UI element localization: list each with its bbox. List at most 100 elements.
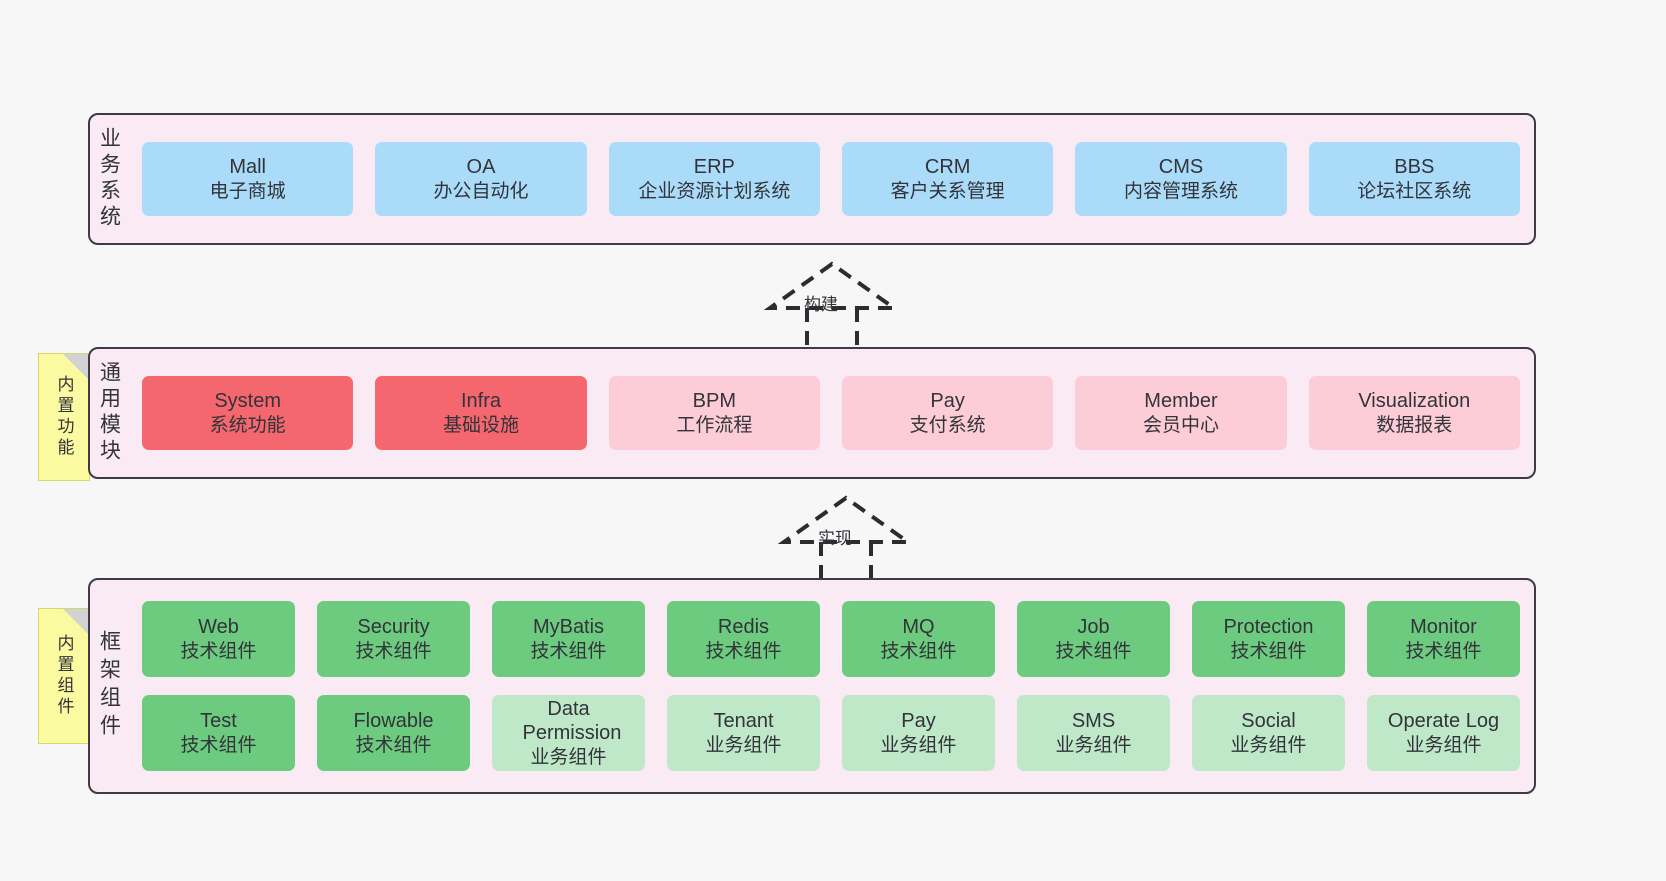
business-card-bbs[interactable]: BBS 论坛社区系统 xyxy=(1308,142,1520,216)
connector-build-label: 构建 xyxy=(804,295,838,314)
card-title: Test xyxy=(200,710,237,733)
card-title: Data Permission xyxy=(522,698,622,745)
card-title: Pay xyxy=(901,710,936,733)
component-card-operate-log[interactable]: Operate Log 业务组件 xyxy=(1367,695,1520,771)
card-subtitle: 系统功能 xyxy=(209,414,286,436)
common-modules-body: System 系统功能 Infra 基础设施 BPM 工作流程 Pay 支付系统… xyxy=(128,349,1534,477)
business-card-cms[interactable]: CMS 内容管理系统 xyxy=(1075,142,1287,216)
card-title: Pay xyxy=(930,390,965,413)
module-card-bpm[interactable]: BPM 工作流程 xyxy=(608,376,820,450)
card-subtitle: 企业资源计划系统 xyxy=(638,180,791,202)
framework-row-technical: Web 技术组件 Security 技术组件 MyBatis 技术组件 Redi… xyxy=(142,601,1520,677)
card-title: BBS xyxy=(1394,156,1435,179)
card-subtitle: 基础设施 xyxy=(442,414,519,436)
component-card-protection[interactable]: Protection 技术组件 xyxy=(1192,601,1345,677)
card-subtitle: 技术组件 xyxy=(1230,640,1307,662)
component-card-web[interactable]: Web 技术组件 xyxy=(142,601,295,677)
component-card-redis[interactable]: Redis 技术组件 xyxy=(667,601,820,677)
card-title: MyBatis xyxy=(532,616,605,639)
card-title: Security xyxy=(357,616,430,639)
card-subtitle: 业务组件 xyxy=(1230,734,1307,756)
card-subtitle: 技术组件 xyxy=(1055,640,1132,662)
sticky-note-label: 内置功能 xyxy=(54,375,74,459)
note-fold-corner xyxy=(63,354,89,380)
card-subtitle: 技术组件 xyxy=(355,734,432,756)
business-card-oa[interactable]: OA 办公自动化 xyxy=(375,142,587,216)
card-title: Redis xyxy=(717,616,770,639)
card-title: Infra xyxy=(460,390,501,413)
connector-build: 构建 xyxy=(752,258,912,348)
business-systems-row: Mall 电子商城 OA 办公自动化 ERP 企业资源计划系统 CRM 客户关系… xyxy=(142,142,1520,216)
card-subtitle: 论坛社区系统 xyxy=(1357,180,1472,202)
card-subtitle: 工作流程 xyxy=(676,414,753,436)
component-card-pay[interactable]: Pay 业务组件 xyxy=(842,695,995,771)
component-card-mybatis[interactable]: MyBatis 技术组件 xyxy=(492,601,645,677)
card-subtitle: 业务组件 xyxy=(1405,734,1482,756)
card-title: Mall xyxy=(229,156,266,179)
component-card-job[interactable]: Job 技术组件 xyxy=(1017,601,1170,677)
business-card-crm[interactable]: CRM 客户关系管理 xyxy=(841,142,1054,216)
framework-components-body: Web 技术组件 Security 技术组件 MyBatis 技术组件 Redi… xyxy=(128,580,1534,792)
card-subtitle: 电子商城 xyxy=(209,180,286,202)
module-card-visualization[interactable]: Visualization 数据报表 xyxy=(1308,376,1520,450)
note-fold-corner xyxy=(63,609,89,635)
card-subtitle: 技术组件 xyxy=(180,734,257,756)
card-title: BPM xyxy=(692,390,736,413)
card-title: CMS xyxy=(1158,156,1204,179)
business-card-mall[interactable]: Mall 电子商城 xyxy=(142,142,354,216)
card-title: Web xyxy=(198,616,239,639)
module-card-system[interactable]: System 系统功能 xyxy=(142,376,354,450)
component-card-sms[interactable]: SMS 业务组件 xyxy=(1017,695,1170,771)
section-label-business-systems: 业务系统 xyxy=(97,127,121,231)
card-subtitle: 支付系统 xyxy=(909,414,986,436)
card-subtitle: 办公自动化 xyxy=(433,180,529,202)
sticky-note-builtin-function: 内置功能 xyxy=(38,353,90,481)
card-title: Social xyxy=(1241,710,1296,733)
component-card-data-permission[interactable]: Data Permission 业务组件 xyxy=(492,695,645,771)
module-card-pay[interactable]: Pay 支付系统 xyxy=(841,376,1054,450)
component-card-flowable[interactable]: Flowable 技术组件 xyxy=(317,695,470,771)
component-card-security[interactable]: Security 技术组件 xyxy=(317,601,470,677)
build-arrow-icon xyxy=(763,261,901,348)
section-framework-components: 框架组件 Web 技术组件 Security 技术组件 MyBatis 技术组件… xyxy=(88,578,1536,794)
card-title: Operate Log xyxy=(1387,710,1500,733)
component-card-tenant[interactable]: Tenant 业务组件 xyxy=(667,695,820,771)
sticky-note-label: 内置组件 xyxy=(54,634,74,718)
card-title: System xyxy=(214,390,281,413)
card-subtitle: 业务组件 xyxy=(530,746,607,768)
module-card-member[interactable]: Member 会员中心 xyxy=(1075,376,1287,450)
card-subtitle: 技术组件 xyxy=(1405,640,1482,662)
business-card-erp[interactable]: ERP 企业资源计划系统 xyxy=(608,142,820,216)
component-card-mq[interactable]: MQ 技术组件 xyxy=(842,601,995,677)
component-card-test[interactable]: Test 技术组件 xyxy=(142,695,295,771)
card-subtitle: 会员中心 xyxy=(1142,414,1219,436)
card-title: ERP xyxy=(693,156,735,179)
implement-arrow-icon xyxy=(777,495,915,582)
component-card-social[interactable]: Social 业务组件 xyxy=(1192,695,1345,771)
card-subtitle: 数据报表 xyxy=(1376,414,1453,436)
card-title: Flowable xyxy=(353,710,434,733)
card-subtitle: 技术组件 xyxy=(705,640,782,662)
section-label-framework-components: 框架组件 xyxy=(97,630,121,742)
card-title: Tenant xyxy=(713,710,774,733)
card-title: OA xyxy=(466,156,496,179)
section-common-modules: 通用模块 System 系统功能 Infra 基础设施 BPM 工作流程 Pay xyxy=(88,347,1536,479)
card-title: Monitor xyxy=(1410,616,1477,639)
card-subtitle: 业务组件 xyxy=(880,734,957,756)
connector-implement-label: 实现 xyxy=(818,529,852,548)
common-modules-row: System 系统功能 Infra 基础设施 BPM 工作流程 Pay 支付系统… xyxy=(142,376,1520,450)
module-card-infra[interactable]: Infra 基础设施 xyxy=(375,376,587,450)
card-title: Member xyxy=(1144,390,1218,413)
card-title: Visualization xyxy=(1358,390,1471,413)
card-subtitle: 技术组件 xyxy=(355,640,432,662)
section-label-common-modules: 通用模块 xyxy=(97,361,121,465)
component-card-monitor[interactable]: Monitor 技术组件 xyxy=(1367,601,1520,677)
card-subtitle: 技术组件 xyxy=(880,640,957,662)
card-title: Job xyxy=(1077,616,1110,639)
connector-implement: 实现 xyxy=(766,492,926,582)
business-systems-body: Mall 电子商城 OA 办公自动化 ERP 企业资源计划系统 CRM 客户关系… xyxy=(128,115,1534,243)
section-business-systems: 业务系统 Mall 电子商城 OA 办公自动化 ERP 企业资源计划系统 CRM xyxy=(88,113,1536,245)
card-title: SMS xyxy=(1071,710,1116,733)
card-subtitle: 业务组件 xyxy=(705,734,782,756)
